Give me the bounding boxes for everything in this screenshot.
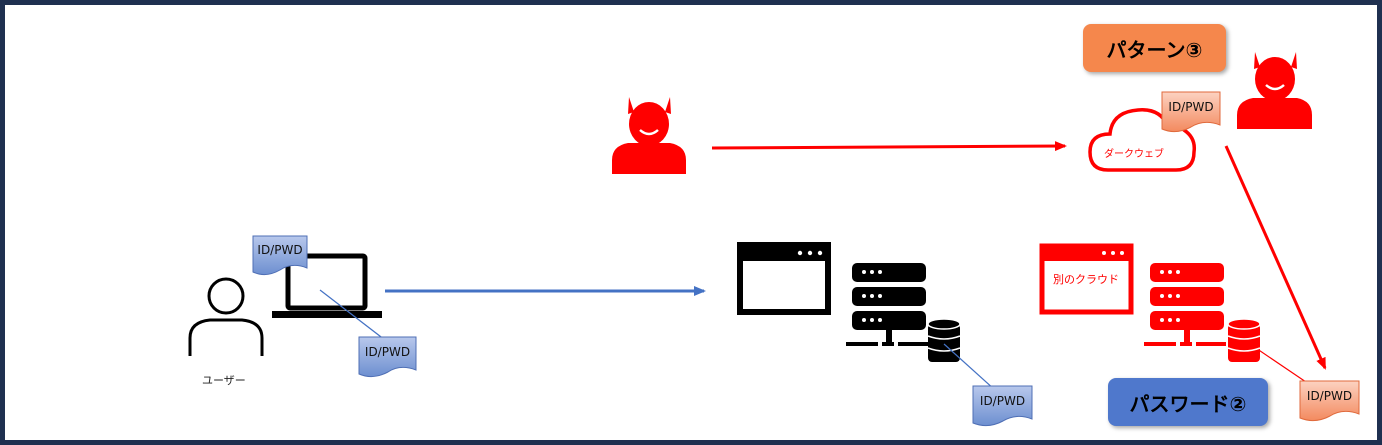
dark-web-label: ダークウェブ bbox=[1104, 149, 1164, 160]
credential-note-laptop: ID/PWD bbox=[257, 243, 303, 257]
user-label: ユーザー bbox=[202, 374, 246, 387]
note-shape-laptop-bottom bbox=[358, 336, 417, 378]
server-icon bbox=[846, 263, 928, 346]
database-icon bbox=[927, 318, 961, 362]
credential-note-red-db: ID/PWD bbox=[1306, 389, 1353, 403]
password2-badge: パスワード② bbox=[1108, 378, 1268, 426]
attack-arrow bbox=[1224, 145, 1327, 370]
other-cloud-label: 別のクラウド bbox=[1053, 273, 1119, 286]
pattern3-badge: パターン③ bbox=[1083, 24, 1226, 72]
note-shape-red-db bbox=[1299, 380, 1360, 422]
leak-arrow bbox=[711, 141, 1067, 152]
website-window-icon bbox=[737, 242, 831, 315]
laptop-note-connector bbox=[319, 289, 386, 341]
note-shape-laptop bbox=[252, 235, 308, 276]
note-shape-db bbox=[972, 385, 1033, 427]
credential-note-laptop-bottom: ID/PWD bbox=[364, 345, 411, 359]
other-cloud-window-icon bbox=[1039, 243, 1134, 315]
attacker-icon-2 bbox=[1237, 52, 1312, 129]
db-note-connector bbox=[943, 343, 996, 391]
cloud-icon bbox=[1088, 108, 1197, 172]
credential-note-db: ID/PWD bbox=[979, 394, 1026, 408]
user-icon bbox=[188, 277, 264, 356]
note-shape-cloud bbox=[1161, 91, 1221, 133]
red-server-icon bbox=[1144, 263, 1226, 346]
red-database-icon bbox=[1227, 318, 1261, 362]
credential-note-cloud: ID/PWD bbox=[1168, 100, 1214, 114]
attacker-icon bbox=[612, 97, 686, 174]
